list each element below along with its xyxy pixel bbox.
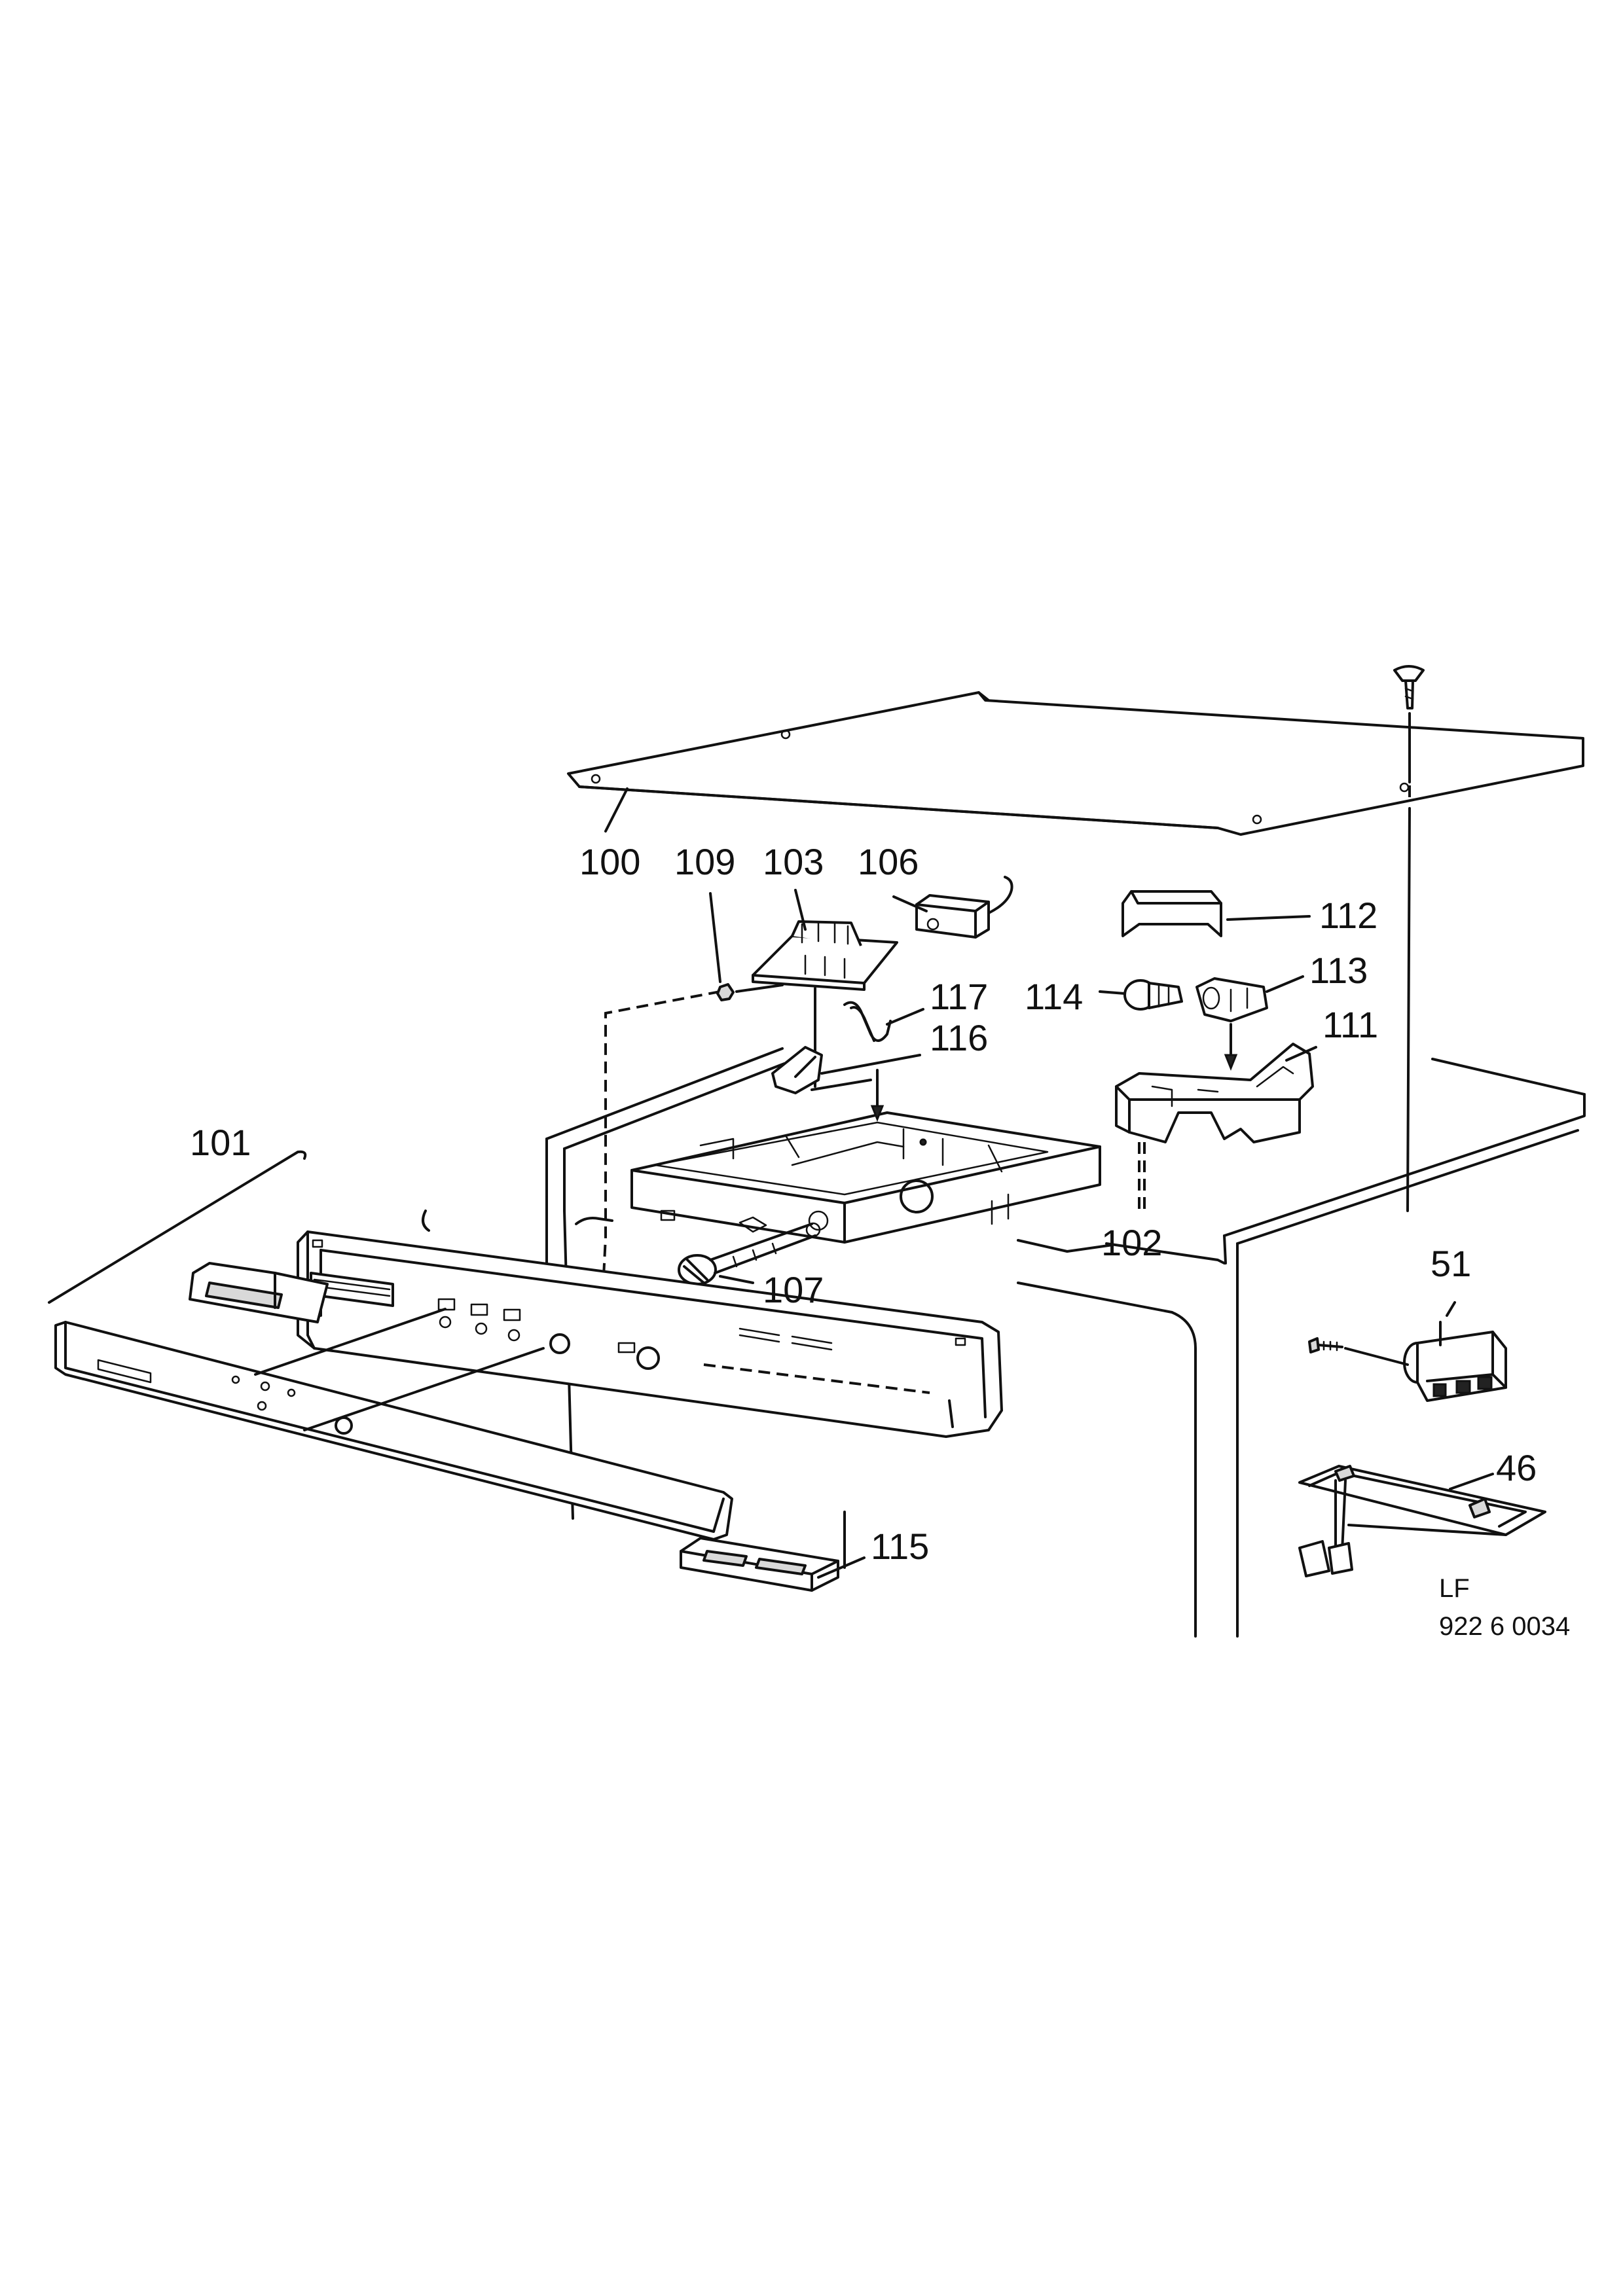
reference-code-line2: 922 6 0034	[1439, 1612, 1570, 1641]
part-111-lamp-housing	[1115, 1043, 1314, 1143]
cabinet-body	[545, 1047, 1586, 1638]
part-115-tray	[680, 1511, 846, 1592]
label-103: 103	[763, 841, 824, 882]
part-113-lamp-holder	[1195, 977, 1268, 1022]
arrow-head-113	[1224, 1054, 1238, 1071]
selector-button-piece	[189, 1262, 329, 1323]
label-112: 112	[1319, 895, 1377, 936]
label-114: 114	[1025, 976, 1083, 1017]
label-111: 111	[1322, 1004, 1378, 1045]
label-113: 113	[1309, 950, 1368, 991]
label-106: 106	[858, 841, 919, 882]
control-box-housing	[630, 1111, 1101, 1244]
part-116-bracket	[771, 1046, 872, 1094]
leader-101-bracket	[48, 1150, 307, 1304]
part-112-cover	[1122, 890, 1222, 937]
label-107: 107	[763, 1269, 824, 1310]
part-114-bulb	[1123, 979, 1183, 1011]
label-101: 101	[190, 1122, 251, 1163]
top-cover-panel	[567, 691, 1584, 836]
top-screw-icon	[1393, 665, 1425, 709]
part-51-hinge-block	[1403, 1321, 1507, 1402]
screw-vertical-line	[1406, 807, 1411, 1212]
label-117: 117	[930, 976, 988, 1017]
arrow-head-box	[870, 1105, 884, 1122]
part-46-bracket	[1298, 1465, 1546, 1577]
control-panel-fascia	[297, 1210, 1003, 1438]
leader-lines	[604, 787, 1494, 1579]
part-103-terminal-block	[752, 920, 898, 991]
part-106-capacitor	[915, 876, 1013, 939]
guide-line-2	[303, 1347, 545, 1431]
reference-code-line1: LF	[1439, 1574, 1470, 1603]
screw-51	[1308, 1337, 1409, 1366]
label-109: 109	[674, 841, 735, 882]
part-109-nut	[716, 983, 784, 1001]
label-51: 51	[1431, 1243, 1471, 1284]
label-116: 116	[930, 1017, 988, 1058]
guide-line-1	[254, 1308, 447, 1376]
label-115: 115	[871, 1526, 929, 1567]
label-100: 100	[579, 841, 640, 882]
label-102: 102	[1101, 1222, 1162, 1263]
part-107-knob	[678, 1222, 821, 1285]
label-46: 46	[1496, 1447, 1537, 1488]
part-117-spring-clip	[843, 1001, 892, 1042]
part-101-front-trim	[54, 1321, 733, 1541]
